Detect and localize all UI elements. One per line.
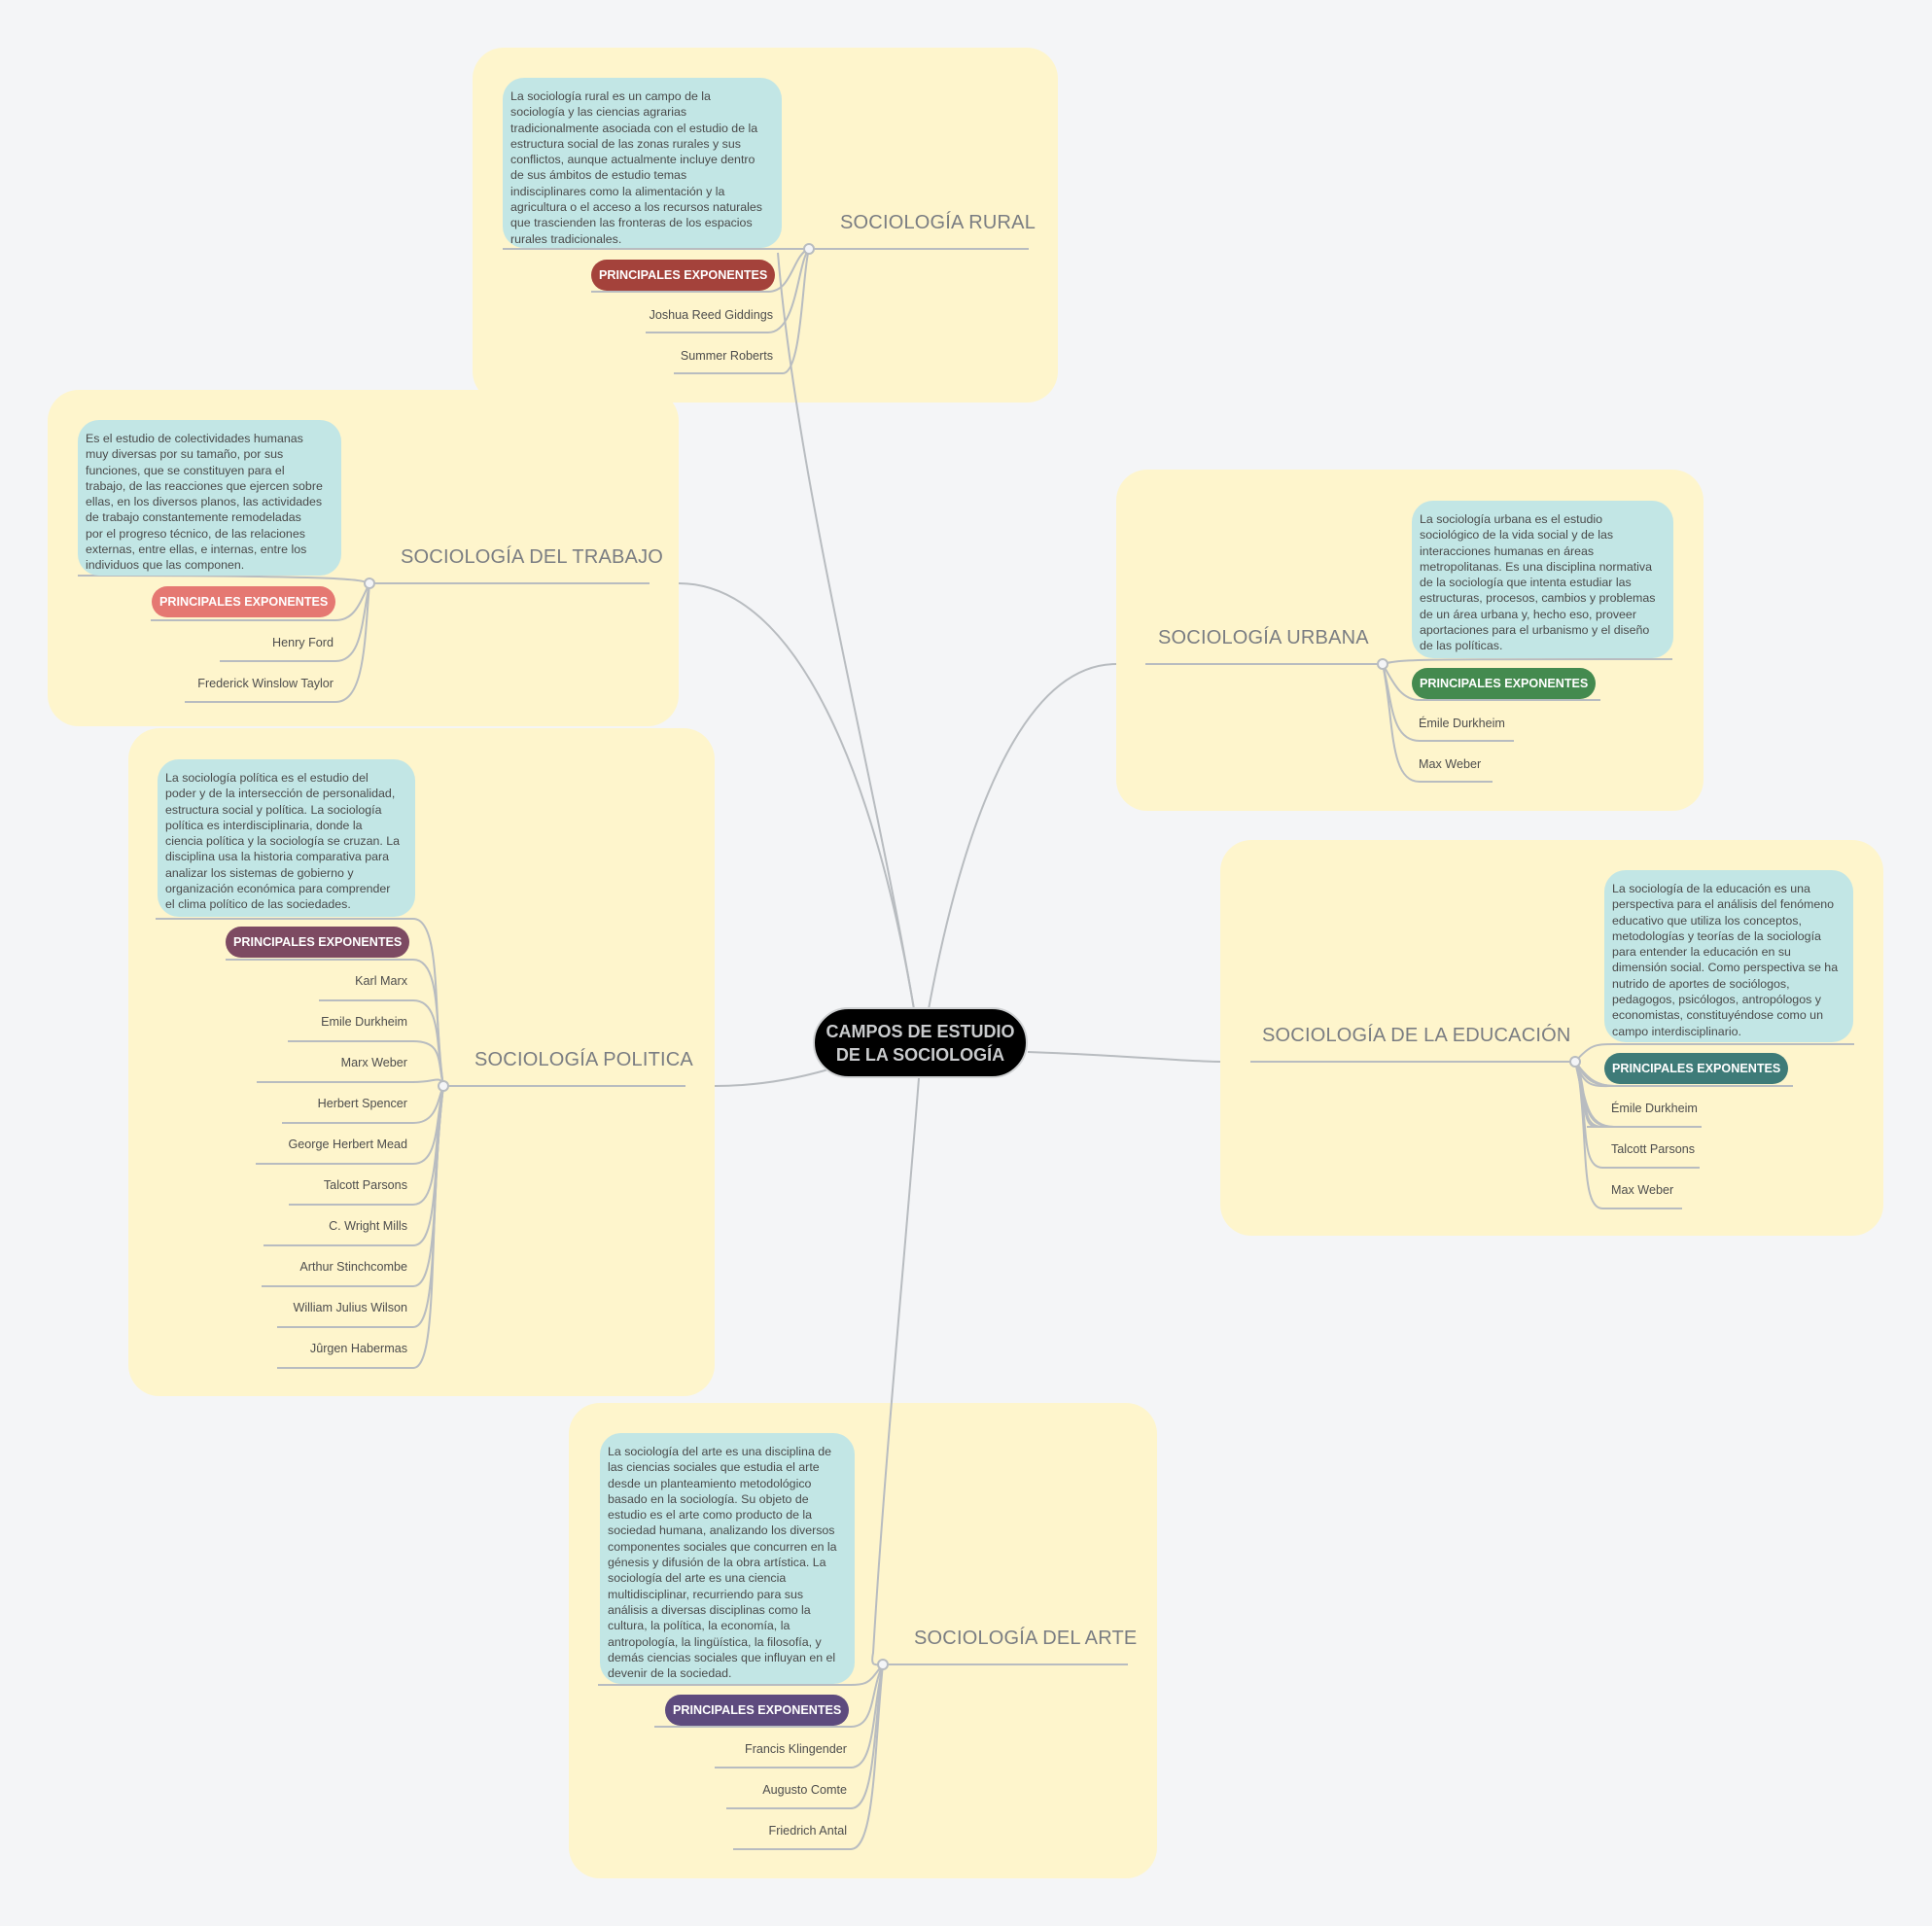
topic-sociologia-rural[interactable]: SOCIOLOGÍA RURAL (840, 212, 1036, 233)
exponent-arte-3[interactable]: Friedrich Antal (768, 1824, 848, 1838)
note-educacion[interactable]: La sociología de la educación es una per… (1604, 870, 1853, 1042)
collapse-toggle-urbana[interactable] (1377, 658, 1388, 670)
exponent-trabajo-1[interactable]: Henry Ford (272, 636, 334, 649)
label-exponentes-politica[interactable]: PRINCIPALES EXPONENTES (226, 927, 410, 958)
exponent-politica-2[interactable]: Emile Durkheim (321, 1015, 407, 1029)
exponent-politica-6[interactable]: Talcott Parsons (323, 1178, 407, 1192)
collapse-toggle-politica[interactable] (438, 1080, 449, 1092)
exponent-politica-7[interactable]: C. Wright Mills (329, 1219, 407, 1233)
connector-center-urbana (928, 663, 1117, 1010)
topic-sociologia-arte[interactable]: SOCIOLOGÍA DEL ARTE (914, 1628, 1138, 1649)
note-urbana[interactable]: La sociología urbana es el estudio socio… (1412, 501, 1673, 658)
collapse-toggle-arte[interactable] (877, 1659, 889, 1670)
label-exponentes-educacion[interactable]: PRINCIPALES EXPONENTES (1604, 1053, 1789, 1084)
exponent-politica-4[interactable]: Herbert Spencer (317, 1097, 407, 1110)
exponent-politica-1[interactable]: Karl Marx (355, 974, 407, 988)
exponent-trabajo-2[interactable]: Frederick Winslow Taylor (197, 677, 334, 690)
exponent-educacion-1[interactable]: Émile Durkheim (1611, 1102, 1698, 1115)
exponent-educacion-3[interactable]: Max Weber (1611, 1183, 1674, 1197)
label-exponentes-rural[interactable]: PRINCIPALES EXPONENTES (591, 260, 776, 291)
exponent-politica-5[interactable]: George Herbert Mead (288, 1138, 407, 1151)
collapse-toggle-rural[interactable] (803, 243, 815, 255)
connector-center-educacion (1027, 1051, 1221, 1063)
exponent-politica-8[interactable]: Arthur Stinchcombe (299, 1260, 407, 1274)
note-politica[interactable]: La sociología política es el estudio del… (158, 759, 415, 917)
collapse-toggle-educacion[interactable] (1569, 1056, 1581, 1068)
label-exponentes-arte[interactable]: PRINCIPALES EXPONENTES (665, 1695, 850, 1726)
exponent-politica-10[interactable]: Jûrgen Habermas (309, 1342, 407, 1355)
topic-sociologia-urbana[interactable]: SOCIOLOGÍA URBANA (1158, 627, 1369, 648)
connector-center-politica (714, 1068, 829, 1087)
note-trabajo[interactable]: Es el estudio de colectividades humanas … (78, 420, 341, 576)
exponent-arte-2[interactable]: Augusto Comte (762, 1783, 847, 1797)
exponent-rural-2[interactable]: Summer Roberts (680, 349, 773, 363)
exponent-urbana-1[interactable]: Émile Durkheim (1419, 717, 1505, 730)
label-exponentes-urbana[interactable]: PRINCIPALES EXPONENTES (1412, 668, 1597, 699)
exponent-urbana-2[interactable]: Max Weber (1419, 757, 1482, 771)
exponent-arte-1[interactable]: Francis Klingender (745, 1742, 847, 1756)
note-arte[interactable]: La sociología del arte es una disciplina… (600, 1433, 855, 1684)
exponent-politica-3[interactable]: Marx Weber (340, 1056, 407, 1069)
collapse-toggle-trabajo[interactable] (364, 578, 375, 589)
note-rural[interactable]: La sociología rural es un campo de la so… (503, 78, 782, 248)
exponent-educacion-2[interactable]: Talcott Parsons (1611, 1142, 1696, 1156)
topic-sociologia-trabajo[interactable]: SOCIOLOGÍA DEL TRABAJO (401, 546, 664, 568)
topic-sociologia-educacion[interactable]: SOCIOLOGÍA DE LA EDUCACIÓN (1262, 1025, 1571, 1046)
label-exponentes-trabajo[interactable]: PRINCIPALES EXPONENTES (152, 586, 336, 617)
exponent-rural-1[interactable]: Joshua Reed Giddings (649, 308, 773, 322)
exponent-politica-9[interactable]: William Julius Wilson (293, 1301, 407, 1314)
central-topic[interactable]: CAMPOS DE ESTUDIO DE LA SOCIOLOGÍA (813, 1007, 1028, 1078)
topic-sociologia-politica[interactable]: SOCIOLOGÍA POLITICA (474, 1049, 693, 1070)
